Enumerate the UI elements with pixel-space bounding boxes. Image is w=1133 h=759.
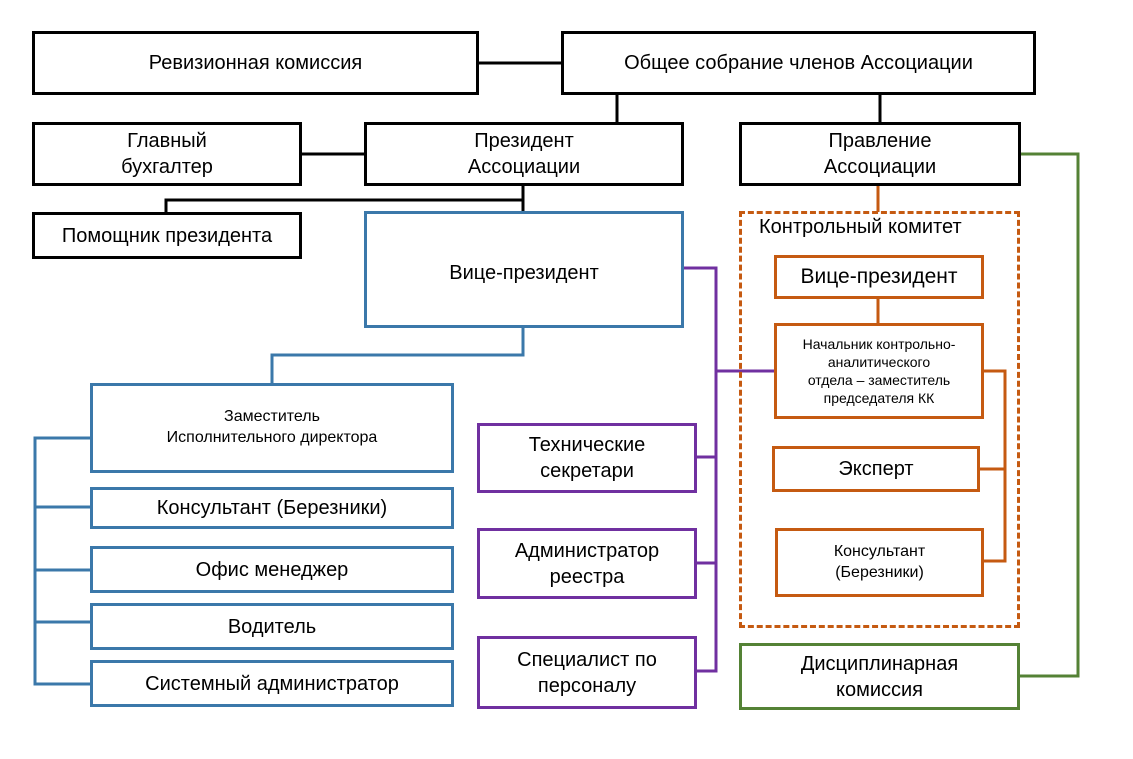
control-committee-title: Контрольный комитет bbox=[759, 216, 962, 238]
cc-head-label: Начальник контрольно- аналитического отд… bbox=[802, 335, 956, 407]
president-assistant-label: Помощник президента bbox=[61, 224, 273, 247]
vice-president-label: Вице-президент bbox=[449, 262, 599, 284]
cc-consultant-box: Консультант (Березники) bbox=[775, 528, 984, 597]
cc-vice-president-box: Вице-президент bbox=[774, 255, 984, 299]
office-manager-label: Офис менеджер bbox=[195, 558, 349, 581]
driver-box: Водитель bbox=[90, 603, 454, 650]
board-box: Правление Ассоциации bbox=[739, 122, 1021, 186]
consultant-berezniki-label: Консультант (Березники) bbox=[156, 497, 388, 519]
sysadmin-box: Системный администратор bbox=[90, 660, 454, 707]
president-label: Президент Ассоциации bbox=[467, 130, 581, 178]
deputy-director-label: Заместитель Исполнительного директора bbox=[166, 408, 378, 446]
cc-head-box: Начальник контрольно- аналитического отд… bbox=[774, 323, 984, 419]
president-box: Президент Ассоциации bbox=[364, 122, 684, 186]
cc-expert-label: Эксперт bbox=[838, 458, 914, 480]
vice-president-box: Вице-президент bbox=[364, 211, 684, 328]
tech-secretaries-label: Технические секретари bbox=[528, 434, 646, 482]
consultant-berezniki-box: Консультант (Березники) bbox=[90, 487, 454, 529]
disciplinary-commission-box: Дисциплинарная комиссия bbox=[739, 643, 1020, 710]
registry-admin-box: Администратор реестра bbox=[477, 528, 697, 599]
hr-specialist-box: Специалист по персоналу bbox=[477, 636, 697, 709]
office-manager-box: Офис менеджер bbox=[90, 546, 454, 593]
driver-label: Водитель bbox=[227, 615, 317, 638]
control-committee-frame bbox=[739, 211, 1020, 628]
tech-secretaries-box: Технические секретари bbox=[477, 423, 697, 493]
hr-specialist-label: Специалист по персоналу bbox=[517, 648, 657, 697]
sysadmin-label: Системный администратор bbox=[145, 672, 399, 695]
board-label: Правление Ассоциации bbox=[823, 130, 937, 178]
general-meeting-label: Общее собрание членов Ассоциации bbox=[624, 52, 973, 74]
deputy-director-box: Заместитель Исполнительного директора bbox=[90, 383, 454, 473]
cc-expert-box: Эксперт bbox=[772, 446, 980, 492]
audit-commission-box: Ревизионная комиссия bbox=[32, 31, 479, 95]
disciplinary-commission-label: Дисциплинарная комиссия bbox=[800, 652, 959, 701]
cc-consultant-label: Консультант (Березники) bbox=[833, 542, 926, 581]
general-meeting-box: Общее собрание членов Ассоциации bbox=[561, 31, 1036, 95]
registry-admin-label: Администратор реестра bbox=[514, 539, 660, 588]
audit-commission-label: Ревизионная комиссия bbox=[148, 52, 363, 74]
cc-vice-president-label: Вице-президент bbox=[800, 265, 958, 289]
chief-accountant-box: Главный бухгалтер bbox=[32, 122, 302, 186]
chief-accountant-label: Главный бухгалтер bbox=[121, 130, 213, 178]
president-assistant-box: Помощник президента bbox=[32, 212, 302, 259]
